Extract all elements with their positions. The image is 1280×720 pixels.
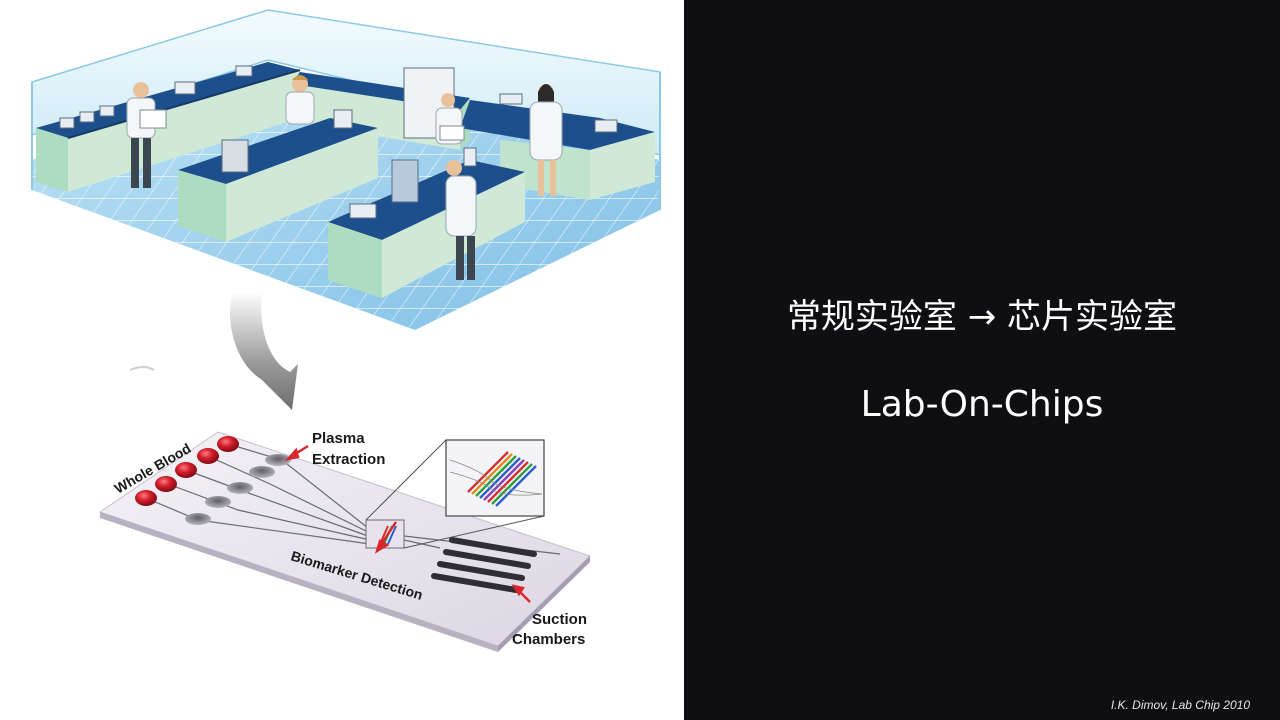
magnified-detection-inset <box>445 439 545 517</box>
slide-title-chinese: 常规实验室 → 芯片实验室 <box>786 297 1178 337</box>
scientist-figure <box>529 84 563 196</box>
suction-chambers-label: Suction <box>532 611 587 628</box>
lab-bench <box>36 62 301 192</box>
citation: I.K. Dimov, Lab Chip 2010 <box>1110 698 1250 712</box>
whole-blood-drops <box>135 436 239 506</box>
plasma-extraction-wells <box>185 454 291 525</box>
plasma-extraction-label-line2: Extraction <box>312 451 385 468</box>
scientist-figure <box>435 93 465 145</box>
curved-down-arrow-icon <box>229 292 298 410</box>
lab-equipment <box>59 65 618 219</box>
microfluidic-chip <box>98 431 591 652</box>
scientist-figure <box>285 75 315 125</box>
scientist-figure <box>126 82 167 188</box>
callout-arrows <box>284 444 531 603</box>
scientist-figure <box>445 160 477 280</box>
plasma-extraction-label: Plasma <box>312 430 365 447</box>
conventional-lab-illustration <box>31 9 661 330</box>
suction-chambers <box>431 537 537 593</box>
figure-illustration: Whole Blood Plasma Extraction Biomarker … <box>31 9 661 652</box>
slide-title-english: Lab-On-Chips <box>860 384 1104 425</box>
text-panel: 常规实验室 → 芯片实验室 Lab-On-Chips <box>684 0 1280 720</box>
lab-on-chip-figure: Whole Blood Plasma Extraction Biomarker … <box>0 0 684 720</box>
suction-chambers-label-line2: Chambers <box>512 631 585 648</box>
